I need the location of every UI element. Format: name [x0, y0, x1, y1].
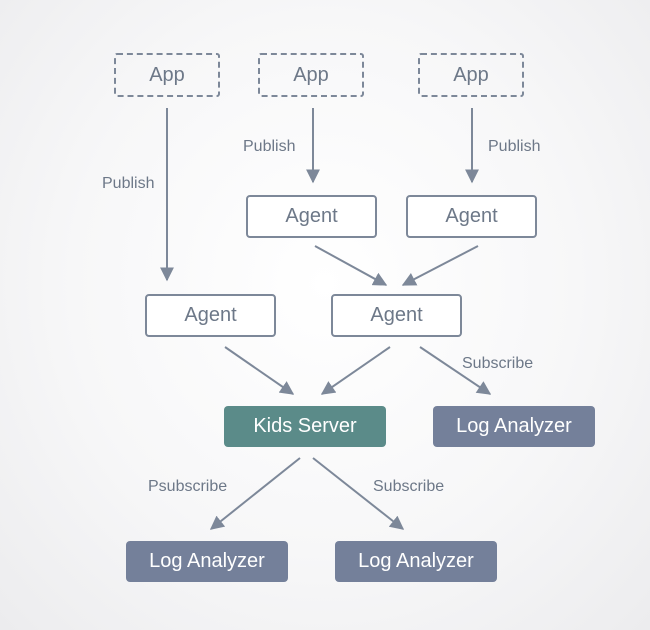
log-analyzer-node-right: Log Analyzer	[433, 406, 595, 447]
app-node-2: App	[258, 53, 364, 97]
agent-node-lower-left: Agent	[145, 294, 276, 337]
edge-server-to-analyzer-bottom-left	[209, 457, 301, 530]
edge-agent-upper-left-to-agent-lower-right	[314, 245, 388, 286]
edge-label-publish-right: Publish	[488, 138, 541, 155]
agent-node-upper-right: Agent	[406, 195, 537, 238]
edge-label-psubscribe-bottom: Psubscribe	[148, 478, 228, 495]
log-analyzer-node-bottom-left: Log Analyzer	[126, 541, 288, 582]
edge-agent-upper-right-to-agent-lower-right	[401, 245, 479, 286]
edge-server-to-analyzer-bottom-right	[312, 457, 405, 530]
kids-server-node: Kids Server	[224, 406, 386, 447]
edge-agent-lower-right-to-server	[320, 346, 391, 395]
edge-label-publish-middle: Publish	[243, 138, 296, 155]
edge-label-publish-left: Publish	[102, 175, 155, 192]
app-node-1: App	[114, 53, 220, 97]
agent-node-lower-right: Agent	[331, 294, 462, 337]
log-analyzer-node-bottom-right: Log Analyzer	[335, 541, 497, 582]
edge-label-subscribe-right: Subscribe	[462, 355, 534, 372]
edge-agent-lower-right-to-analyzer	[419, 346, 492, 395]
edge-label-subscribe-bottom: Subscribe	[373, 478, 445, 495]
app-node-3: App	[418, 53, 524, 97]
agent-node-upper-left: Agent	[246, 195, 377, 238]
edge-agent-lower-left-to-server	[224, 346, 295, 395]
